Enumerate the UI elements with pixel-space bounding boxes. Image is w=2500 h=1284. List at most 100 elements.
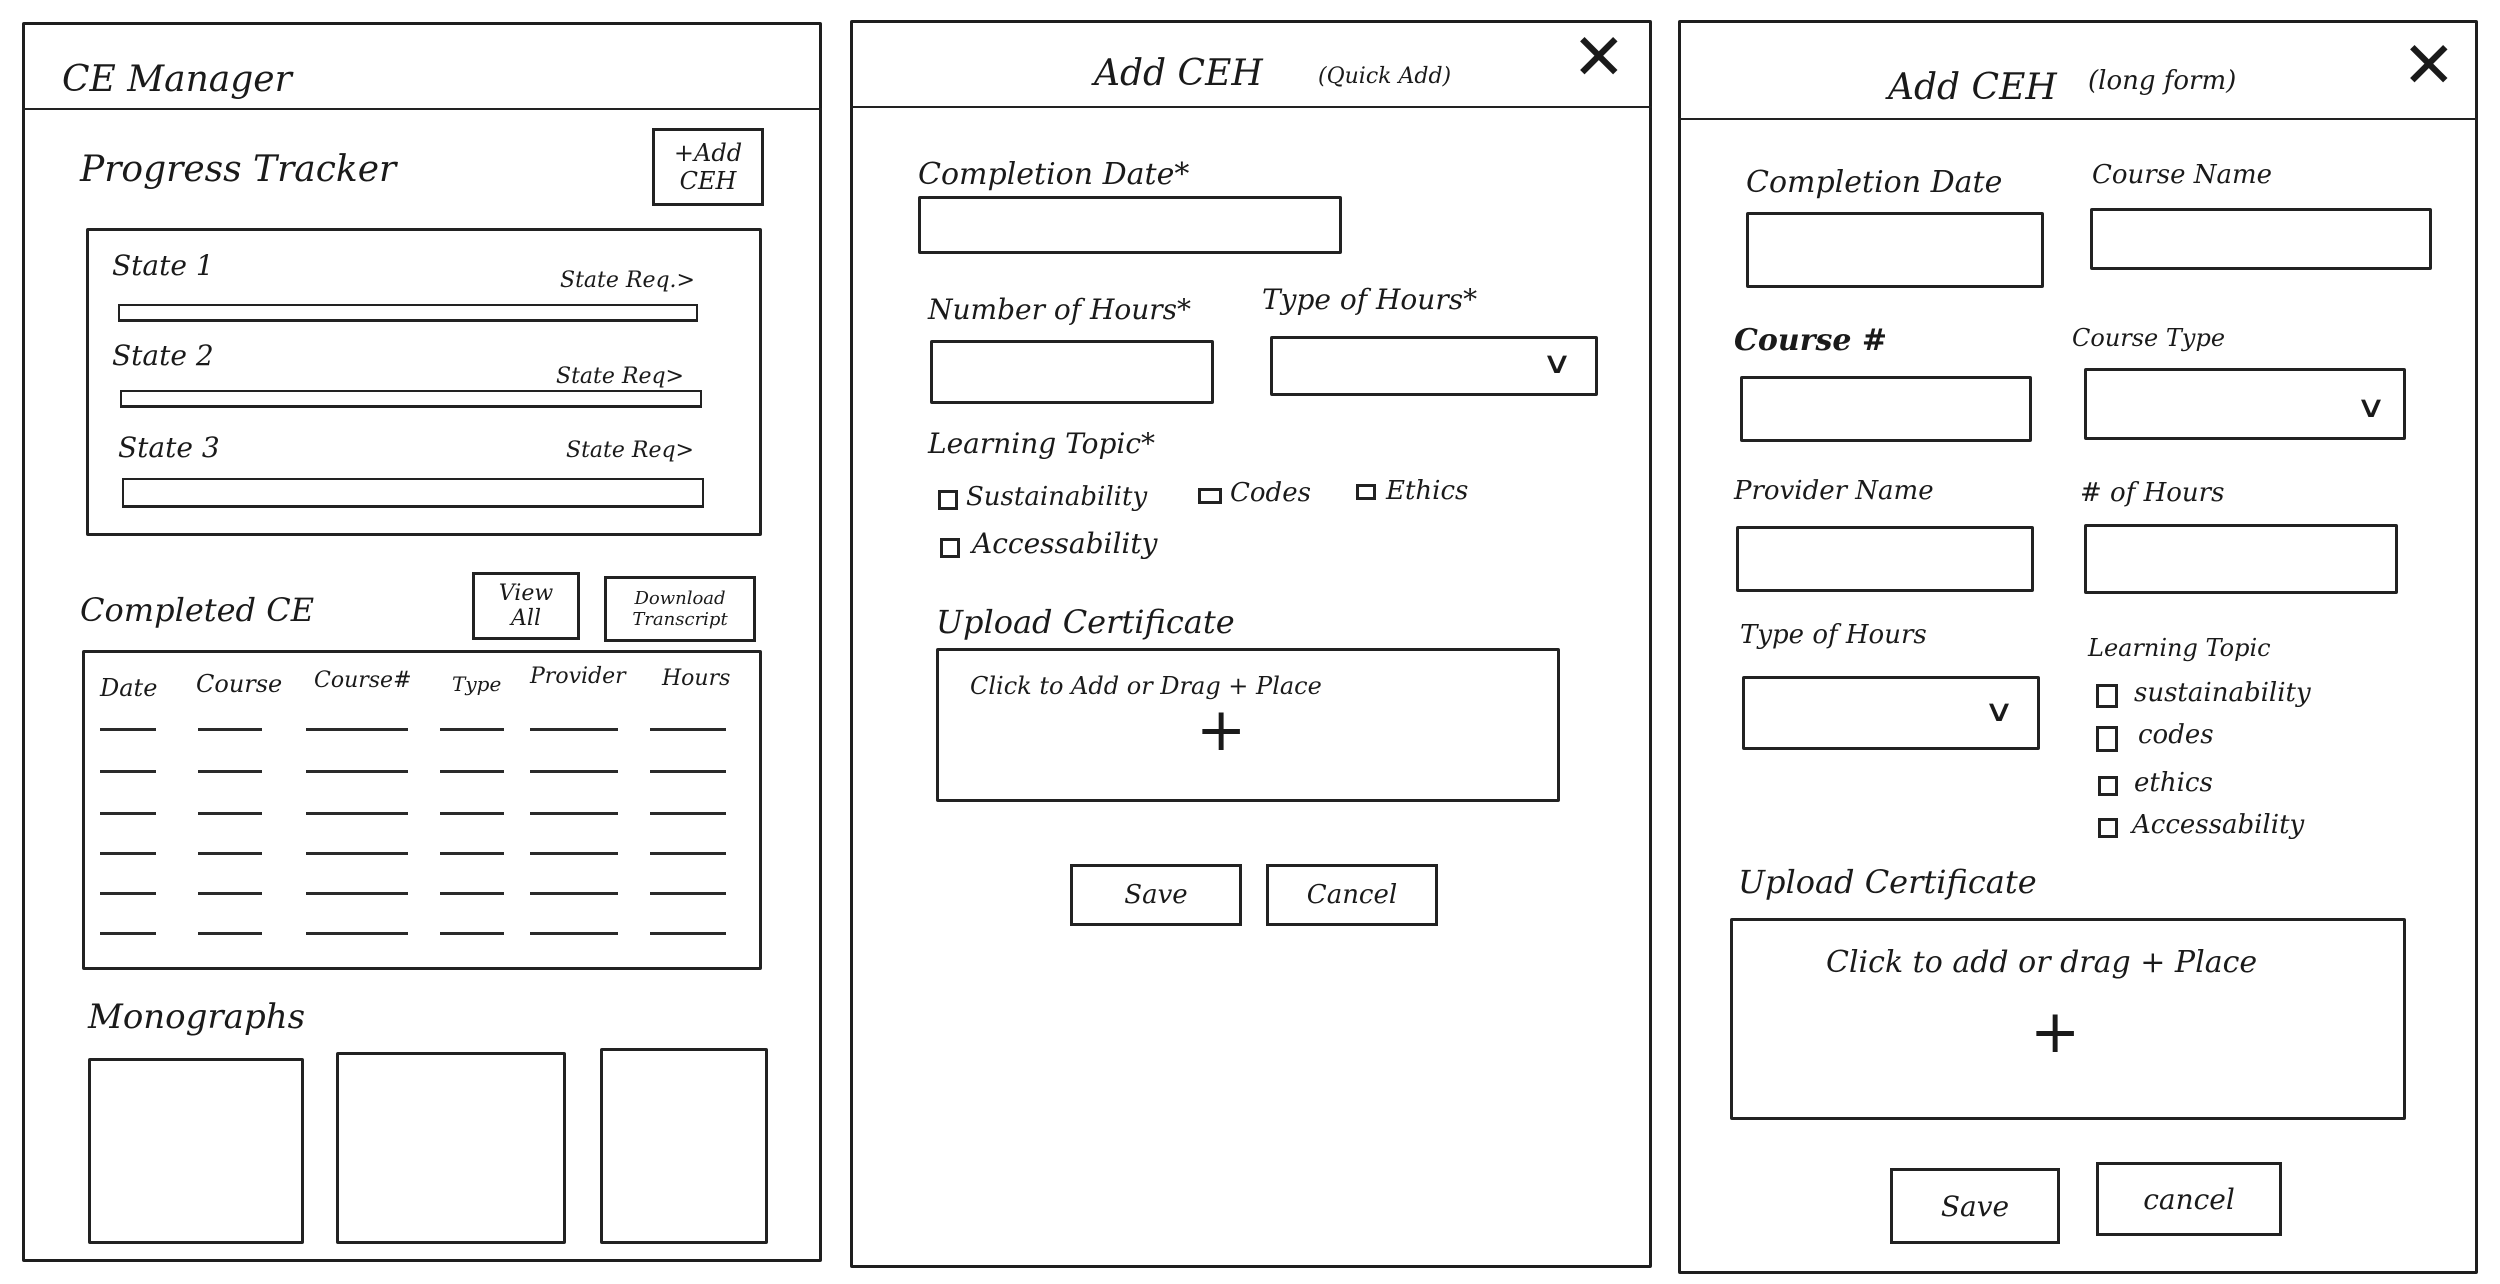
num-hours-label: # of Hours	[2080, 478, 2225, 508]
monograph-card[interactable]	[600, 1048, 768, 1244]
provider-name-label: Provider Name	[1734, 476, 1934, 506]
table-header-course-num: Course#	[314, 668, 412, 693]
quick-add-panel	[850, 20, 1652, 1268]
num-hours-field[interactable]	[2084, 524, 2398, 594]
upload-dropzone[interactable]	[1730, 918, 2406, 1120]
checkbox-accessability[interactable]	[940, 538, 960, 558]
upload-dropzone[interactable]	[936, 648, 1560, 802]
table-cell-placeholder	[650, 932, 726, 935]
cancel-button[interactable]: cancel	[2096, 1162, 2282, 1236]
table-cell-placeholder	[530, 932, 618, 935]
cancel-button[interactable]: Cancel	[1266, 864, 1438, 926]
table-cell-placeholder	[440, 892, 504, 895]
upload-hint: Click to Add or Drag + Place	[970, 672, 1322, 700]
table-cell-placeholder	[198, 932, 262, 935]
course-number-field[interactable]	[1740, 376, 2032, 442]
save-button[interactable]: Save	[1890, 1168, 2060, 1244]
course-name-label: Course Name	[2092, 160, 2273, 190]
long-form-panel	[1678, 20, 2478, 1274]
quick-add-subtitle: (Quick Add)	[1318, 64, 1452, 89]
monographs-title: Monographs	[88, 997, 306, 1037]
view-all-label-2: All	[511, 606, 541, 631]
completion-date-label: Completion Date	[1746, 165, 2003, 200]
cancel-label: Cancel	[1306, 880, 1398, 910]
table-cell-placeholder	[440, 812, 504, 815]
type-of-hours-label: Type of Hours*	[1262, 283, 1478, 316]
state-req-link[interactable]: State Req>	[566, 438, 694, 463]
progress-bar	[122, 478, 704, 508]
table-cell-placeholder	[306, 932, 408, 935]
chevron-down-icon: ∨	[1541, 346, 1573, 381]
chevron-down-icon: ∨	[1983, 694, 2015, 729]
table-header-hours: Hours	[662, 666, 731, 691]
table-cell-placeholder	[530, 892, 618, 895]
table-cell-placeholder	[198, 770, 262, 773]
topic-label: codes	[2138, 720, 2214, 750]
state-req-link[interactable]: State Req.>	[560, 268, 695, 293]
header-divider	[850, 106, 1652, 108]
learning-topic-label: Learning Topic	[2088, 634, 2271, 662]
completion-date-field[interactable]	[1746, 212, 2044, 288]
state-name: State 1	[112, 249, 214, 282]
table-cell-placeholder	[440, 728, 504, 731]
table-cell-placeholder	[100, 812, 156, 815]
table-cell-placeholder	[650, 892, 726, 895]
table-cell-placeholder	[440, 852, 504, 855]
learning-topic-label: Learning Topic*	[928, 427, 1156, 460]
completion-date-field[interactable]	[918, 196, 1342, 254]
monograph-card[interactable]	[336, 1052, 566, 1244]
add-ceh-button[interactable]: +Add CEH	[652, 128, 764, 206]
table-cell-placeholder	[650, 770, 726, 773]
course-type-select[interactable]	[2084, 368, 2406, 440]
type-of-hours-select[interactable]	[1270, 336, 1598, 396]
table-cell-placeholder	[198, 728, 262, 731]
cancel-label: cancel	[2143, 1182, 2235, 1216]
progress-tracker-card	[86, 228, 762, 536]
view-all-button[interactable]: View All	[472, 572, 580, 640]
chevron-down-icon: ∨	[2355, 390, 2387, 425]
close-icon[interactable]: ✕	[1572, 21, 1626, 95]
checkbox-codes[interactable]	[2096, 726, 2118, 752]
table-cell-placeholder	[440, 932, 504, 935]
checkbox-sustainability[interactable]	[938, 490, 958, 510]
table-cell-placeholder	[530, 728, 618, 731]
close-icon[interactable]: ✕	[2402, 29, 2456, 103]
download-label-2: Transcript	[632, 609, 728, 630]
download-label-1: Download	[634, 588, 726, 609]
topic-label: Codes	[1230, 478, 1311, 508]
save-button[interactable]: Save	[1070, 864, 1242, 926]
table-cell-placeholder	[100, 852, 156, 855]
checkbox-codes[interactable]	[1198, 488, 1222, 504]
checkbox-accessability[interactable]	[2098, 818, 2118, 838]
topic-label: Sustainability	[966, 482, 1148, 512]
checkbox-sustainability[interactable]	[2096, 684, 2118, 708]
state-req-link[interactable]: State Req>	[556, 364, 684, 389]
save-label: Save	[1124, 880, 1188, 910]
monograph-card[interactable]	[88, 1058, 304, 1244]
table-cell-placeholder	[650, 728, 726, 731]
table-cell-placeholder	[306, 770, 408, 773]
header-divider	[22, 108, 822, 110]
save-label: Save	[1940, 1189, 2010, 1223]
course-number-label: Course #	[1734, 323, 1888, 358]
number-of-hours-field[interactable]	[930, 340, 1214, 404]
table-cell-placeholder	[198, 812, 262, 815]
download-transcript-button[interactable]: Download Transcript	[604, 576, 756, 642]
course-type-label: Course Type	[2072, 324, 2226, 352]
table-cell-placeholder	[650, 812, 726, 815]
table-header-course: Course	[196, 670, 283, 698]
course-name-field[interactable]	[2090, 208, 2432, 270]
long-form-subtitle: (long form)	[2088, 66, 2237, 96]
topic-label: Accessability	[2132, 810, 2305, 840]
topic-label: ethics	[2134, 768, 2213, 798]
checkbox-ethics[interactable]	[1356, 484, 1376, 500]
provider-name-field[interactable]	[1736, 526, 2034, 592]
view-all-label-1: View	[498, 581, 554, 606]
checkbox-ethics[interactable]	[2098, 776, 2118, 796]
table-cell-placeholder	[530, 852, 618, 855]
add-ceh-label-1: +Add	[673, 139, 743, 167]
plus-icon: +	[2030, 997, 2081, 1067]
plus-icon: +	[1196, 695, 1247, 765]
type-of-hours-select[interactable]	[1742, 676, 2040, 750]
topic-label: sustainability	[2134, 678, 2311, 708]
